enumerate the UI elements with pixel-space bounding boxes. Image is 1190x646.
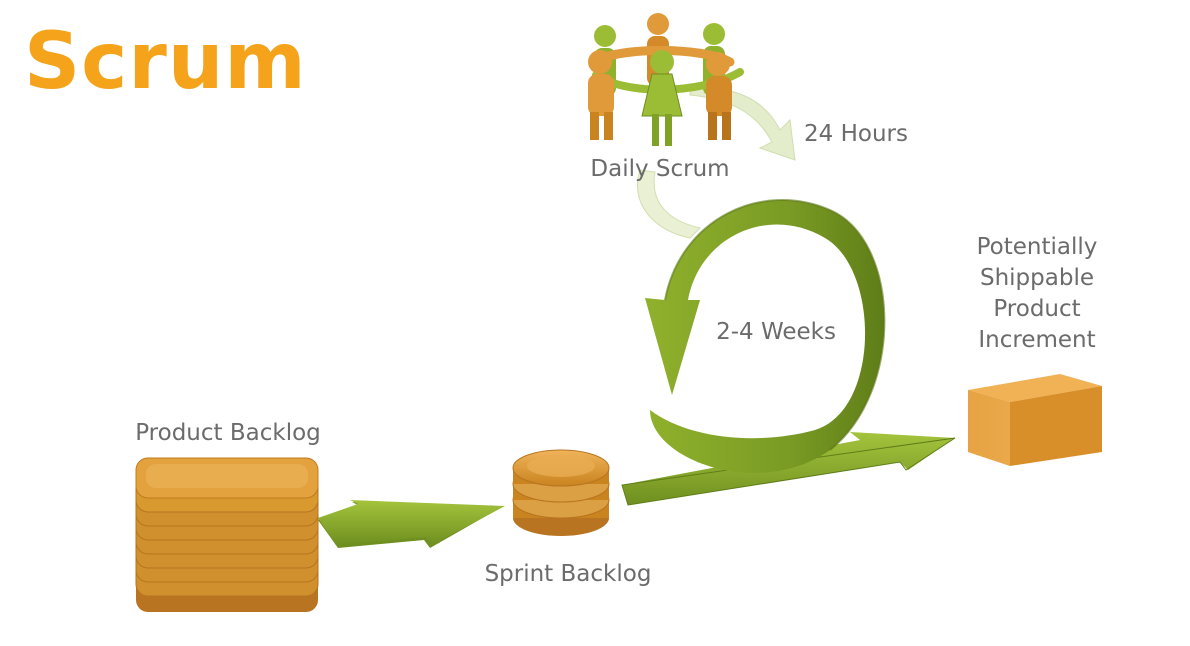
sprint-backlog-coins xyxy=(512,449,610,536)
hours-label: 24 Hours xyxy=(804,121,908,147)
sprint-backlog-label: Sprint Backlog xyxy=(485,561,652,587)
daily-scrum-label: Daily Scrum xyxy=(590,156,729,182)
product-backlog-stack xyxy=(135,457,319,612)
team-figures xyxy=(588,13,744,146)
increment-label-line1: Potentially xyxy=(977,234,1098,260)
increment-box xyxy=(968,374,1102,466)
product-backlog-label: Product Backlog xyxy=(135,420,321,446)
weeks-label: 2-4 Weeks xyxy=(716,319,836,345)
backlog-to-sprint-arrow xyxy=(318,500,505,548)
increment-label-line3: Product xyxy=(993,296,1080,322)
page-title: Scrum xyxy=(24,17,307,107)
increment-label-line4: Increment xyxy=(978,327,1095,353)
increment-label-line2: Shippable xyxy=(980,265,1094,291)
sprint-loop-arrow xyxy=(645,199,886,473)
